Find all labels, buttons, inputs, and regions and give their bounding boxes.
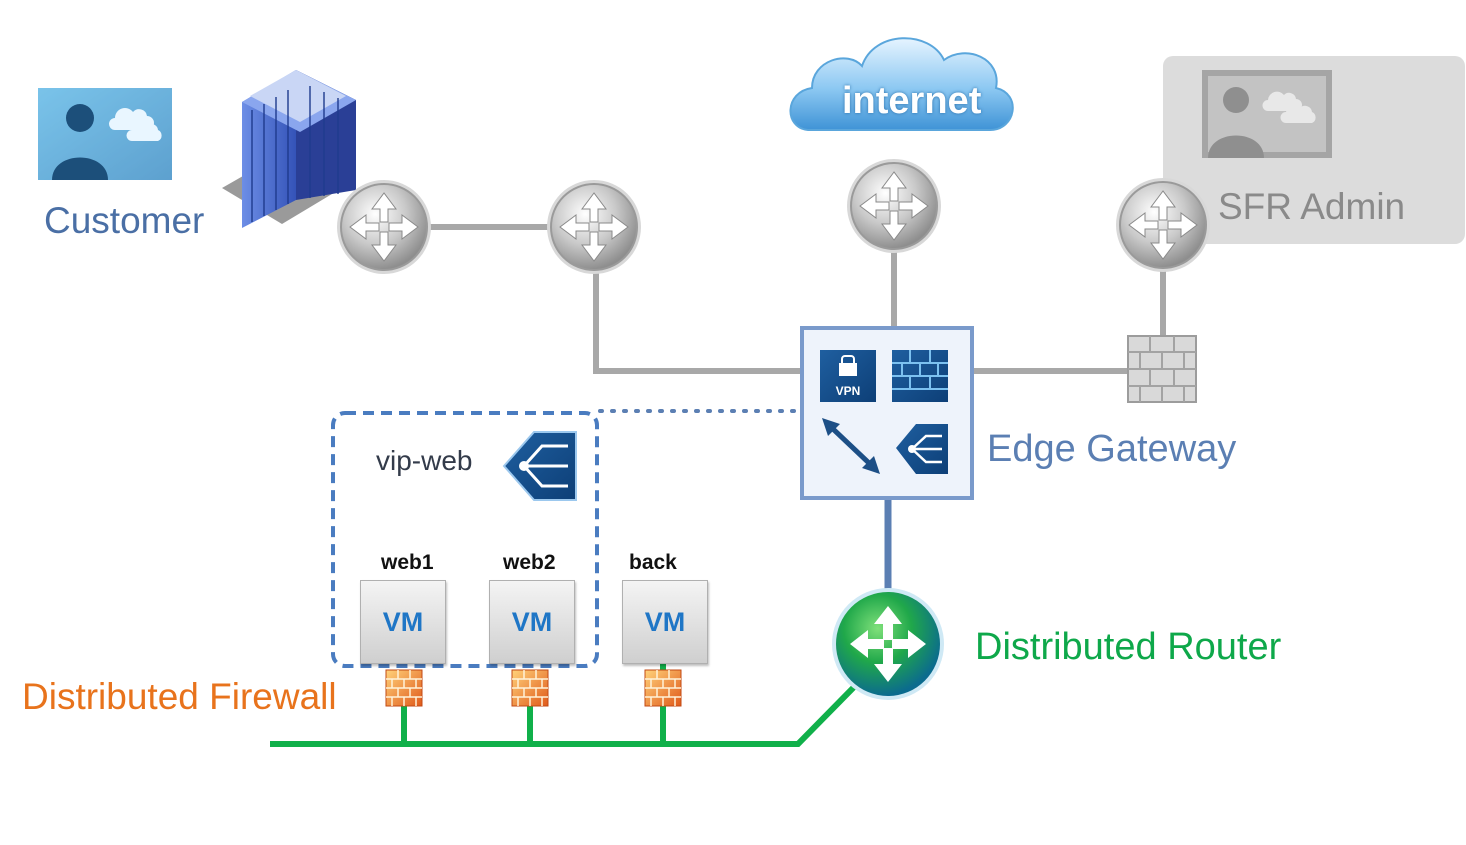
- wan-links: [384, 224, 1166, 374]
- vm-back-name: back: [629, 551, 677, 574]
- admin-router-icon: [1116, 178, 1210, 272]
- vip-web-label: vip-web: [376, 445, 473, 476]
- edge-firewall-icon: [892, 350, 948, 402]
- sfr-admin-label: SFR Admin: [1218, 186, 1406, 227]
- vpn-icon: VPN: [820, 350, 876, 402]
- internet-cloud-icon: [789, 37, 1014, 131]
- link-router2-edge: [593, 270, 804, 374]
- vm-web2-name: web2: [503, 551, 556, 574]
- perimeter-firewall-icon: [1127, 335, 1197, 403]
- internet-router-icon: [847, 159, 941, 253]
- distributed-router-label: Distributed Router: [975, 626, 1282, 668]
- logical-switch: [270, 663, 858, 747]
- distributed-router-icon: [832, 588, 944, 700]
- vip-web-load-balancer-icon: [502, 431, 577, 501]
- internet-label: internet: [842, 80, 982, 122]
- edge-gateway-box: VPN: [800, 326, 974, 500]
- edge-gateway-label: Edge Gateway: [987, 428, 1237, 470]
- vm-web2-type: VM: [511, 606, 553, 637]
- vm-web1-type: VM: [382, 606, 424, 637]
- vm-back-type: VM: [644, 606, 686, 637]
- building-icon: [222, 70, 356, 228]
- vm-web1-name: web1: [381, 551, 434, 574]
- dfw-web1-icon: [385, 669, 423, 707]
- provider-router-icon: [547, 180, 641, 274]
- vm-web2-box: VM: [489, 580, 575, 664]
- sfr-admin-icon: [1202, 70, 1332, 158]
- customer-icon: [38, 88, 172, 180]
- vpn-badge-text: VPN: [836, 384, 861, 398]
- distributed-firewall-label: Distributed Firewall: [22, 676, 337, 717]
- customer-label: Customer: [44, 200, 205, 241]
- vm-web1-box: VM: [360, 580, 446, 664]
- edge-load-balancer-icon: [896, 424, 948, 474]
- dfw-web2-icon: [511, 669, 549, 707]
- nat-arrow-icon: [822, 418, 880, 474]
- vm-back-box: VM: [622, 580, 708, 664]
- customer-edge-router-icon: [337, 180, 431, 274]
- dfw-back-icon: [644, 669, 682, 707]
